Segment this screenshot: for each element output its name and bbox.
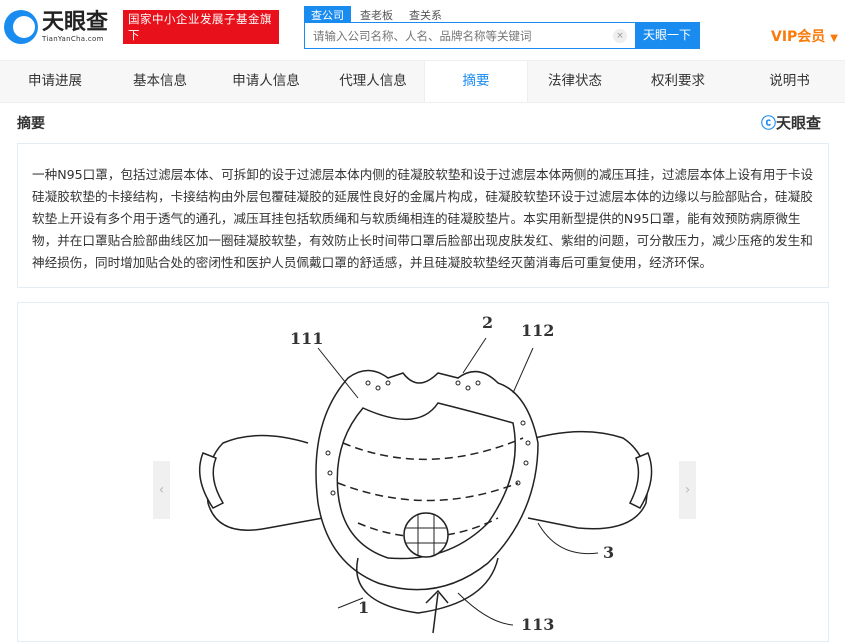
label-2: 2 <box>482 313 494 332</box>
next-image-button[interactable]: › <box>679 461 696 519</box>
vip-label: VIP会员 <box>771 29 826 45</box>
logo-icon <box>4 10 38 44</box>
search-bar: × 天眼一下 <box>304 22 700 49</box>
abstract-text: 一种N95口罩，包括过滤层本体、可拆卸的设于过滤层本体内侧的硅凝胶软垫和设于过滤… <box>17 143 829 288</box>
search-button[interactable]: 天眼一下 <box>635 23 699 48</box>
label-113: 113 <box>521 615 555 634</box>
vip-menu[interactable]: VIP会员 ▼ <box>771 26 838 46</box>
tab-description[interactable]: 说明书 <box>769 73 810 89</box>
caret-down-icon: ▼ <box>830 33 838 44</box>
tab-progress[interactable]: 申请进展 <box>28 73 82 89</box>
tab-basic-info[interactable]: 基本信息 <box>133 73 187 89</box>
tab-claims[interactable]: 权利要求 <box>651 73 705 89</box>
tab-boss[interactable]: 查老板 <box>360 9 393 22</box>
tab-applicant[interactable]: 申请人信息 <box>232 73 300 89</box>
section-title: 摘要 <box>17 116 45 132</box>
mask-drawing <box>198 337 653 634</box>
label-1: 1 <box>358 598 370 617</box>
logo-text: 天眼查 <box>42 10 109 35</box>
label-111: 111 <box>290 329 324 348</box>
tab-company[interactable]: 查公司 <box>304 6 351 24</box>
official-badge[interactable]: 国家中小企业发展子基金旗下官方备案企业征信机构 <box>123 10 279 58</box>
badge-line2: 官方备案企业征信机构 <box>128 44 248 58</box>
logo-domain: TianYanCha.com <box>42 35 104 43</box>
clear-icon[interactable]: × <box>613 29 627 43</box>
badge-line1: 国家中小企业发展子基金旗下 <box>128 12 272 42</box>
tab-abstract[interactable]: 摘要 <box>424 61 528 102</box>
search-tabs: 查公司 查老板 查关系 <box>304 6 451 24</box>
search-input[interactable] <box>305 23 605 48</box>
prev-image-button[interactable]: ‹ <box>153 461 170 519</box>
nav-tabs: 申请进展 基本信息 申请人信息 代理人信息 摘要 法律状态 权利要求 说明书 <box>0 60 845 103</box>
patent-figure: 111 2 112 3 1 113 ‹ › <box>17 302 829 642</box>
brand-logo: ⓒ天眼查 <box>761 114 822 132</box>
logo-icon: ⓒ <box>761 114 777 132</box>
tab-legal-status[interactable]: 法律状态 <box>548 73 602 89</box>
tab-relation[interactable]: 查关系 <box>409 9 442 22</box>
tab-agent[interactable]: 代理人信息 <box>339 73 407 89</box>
label-3: 3 <box>603 543 615 562</box>
label-112: 112 <box>521 321 555 340</box>
